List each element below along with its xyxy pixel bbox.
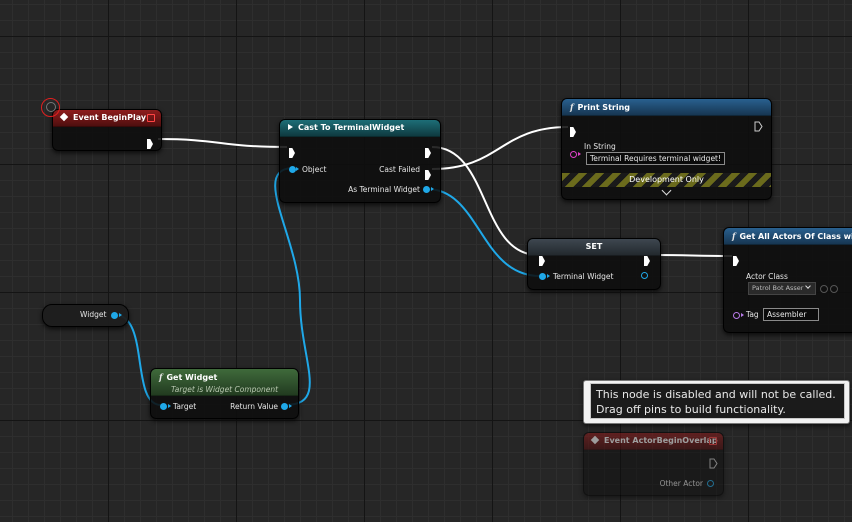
breakpoint-icon[interactable] <box>41 98 60 117</box>
tooltip-text: This node is disabled and will not be ca… <box>596 387 836 417</box>
object-wire <box>426 188 541 277</box>
search-icon[interactable] <box>830 285 838 293</box>
development-only-banner: Development Only <box>562 173 771 187</box>
function-icon: f <box>570 102 574 112</box>
target-label: Target <box>173 402 197 411</box>
exec-wire <box>431 126 569 170</box>
event-diamond-icon <box>590 435 600 444</box>
node-header: Event BeginPlay <box>53 110 161 127</box>
actor-class-dropdown[interactable]: Patrol Bot Asser <box>748 282 816 295</box>
return-value-pin-icon[interactable] <box>281 403 288 410</box>
object-pin-icon[interactable] <box>289 166 296 173</box>
other-actor-label: Other Actor <box>659 479 703 488</box>
target-pin-icon[interactable] <box>160 403 167 410</box>
disabled-node-tooltip: This node is disabled and will not be ca… <box>583 380 850 424</box>
cast-icon <box>288 123 293 130</box>
pin-arrow-icon <box>578 152 581 156</box>
cast-to-terminal-widget-node[interactable]: Cast To TerminalWidget Object Cast Faile… <box>279 119 441 203</box>
object-label: Object <box>302 165 327 174</box>
node-header: Event ActorBeginOverlap <box>584 433 723 450</box>
node-header: SET <box>528 239 660 256</box>
node-subtitle: Target is Widget Component <box>171 385 279 394</box>
exec-wire <box>431 146 539 256</box>
tooltip-body <box>590 383 845 419</box>
exec-wire <box>157 138 288 148</box>
tooltip-line-1: This node is disabled and will not be ca… <box>596 388 836 401</box>
in-string-label: In String <box>584 142 616 151</box>
in-string-input[interactable]: Terminal Requires terminal widget! <box>586 152 726 165</box>
delegate-pin-icon[interactable] <box>147 114 155 122</box>
exec-wire <box>654 254 733 257</box>
tag-input[interactable]: Assembler <box>763 308 819 321</box>
node-title: Get Widget <box>166 373 218 382</box>
development-only-label: Development Only <box>629 175 704 184</box>
other-actor-pin-icon[interactable] <box>707 480 714 487</box>
exec-out-pin-icon[interactable] <box>709 458 718 469</box>
function-icon: f <box>732 231 736 241</box>
node-header: Cast To TerminalWidget <box>280 120 440 137</box>
chevron-down-icon[interactable] <box>661 185 672 196</box>
event-diamond-icon <box>59 112 69 121</box>
as-terminal-widget-label: As Terminal Widget <box>348 185 420 194</box>
node-title: Cast To TerminalWidget <box>298 123 405 132</box>
node-title: SET <box>585 242 603 251</box>
terminal-widget-label: Terminal Widget <box>553 272 614 281</box>
exec-out-pin-icon[interactable] <box>754 121 763 132</box>
node-title: Print String <box>577 103 631 112</box>
function-icon: f <box>159 372 163 382</box>
actor-class-label: Actor Class <box>746 272 788 281</box>
pin-arrow-icon <box>547 274 550 278</box>
pin-arrow-icon <box>119 313 122 317</box>
terminal-widget-out-pin-icon[interactable] <box>641 272 648 279</box>
name-pin-icon[interactable] <box>733 312 740 319</box>
node-title: Get All Actors Of Class with <box>739 232 852 241</box>
widget-variable-node[interactable]: Widget <box>42 304 129 327</box>
tooltip-line-2: Drag off pins to build functionality. <box>596 403 786 416</box>
return-value-label: Return Value <box>230 402 278 411</box>
pin-arrow-icon <box>741 313 744 317</box>
as-terminal-widget-pin-icon[interactable] <box>423 186 430 193</box>
pin-arrow-icon <box>296 167 299 171</box>
event-beginplay-node[interactable]: Event BeginPlay <box>52 109 162 151</box>
widget-pin-icon[interactable] <box>111 312 118 319</box>
event-actor-begin-overlap-node[interactable]: Event ActorBeginOverlap Other Actor <box>583 432 724 496</box>
set-node[interactable]: SET Terminal Widget <box>527 238 661 290</box>
tag-label: Tag <box>746 310 759 319</box>
terminal-widget-pin-icon[interactable] <box>539 273 546 280</box>
actor-class-value: Patrol Bot Asser <box>752 284 804 292</box>
pin-arrow-icon <box>168 404 171 408</box>
pin-arrow-icon <box>431 187 434 191</box>
pin-arrow-icon <box>289 404 292 408</box>
cast-failed-label: Cast Failed <box>379 165 420 174</box>
node-title: Event ActorBeginOverlap <box>604 436 718 445</box>
string-pin-icon[interactable] <box>570 151 577 158</box>
widget-label: Widget <box>80 310 107 319</box>
browse-icon[interactable] <box>820 285 828 293</box>
delegate-pin-icon[interactable] <box>709 437 717 445</box>
node-title: Event BeginPlay <box>73 113 147 122</box>
